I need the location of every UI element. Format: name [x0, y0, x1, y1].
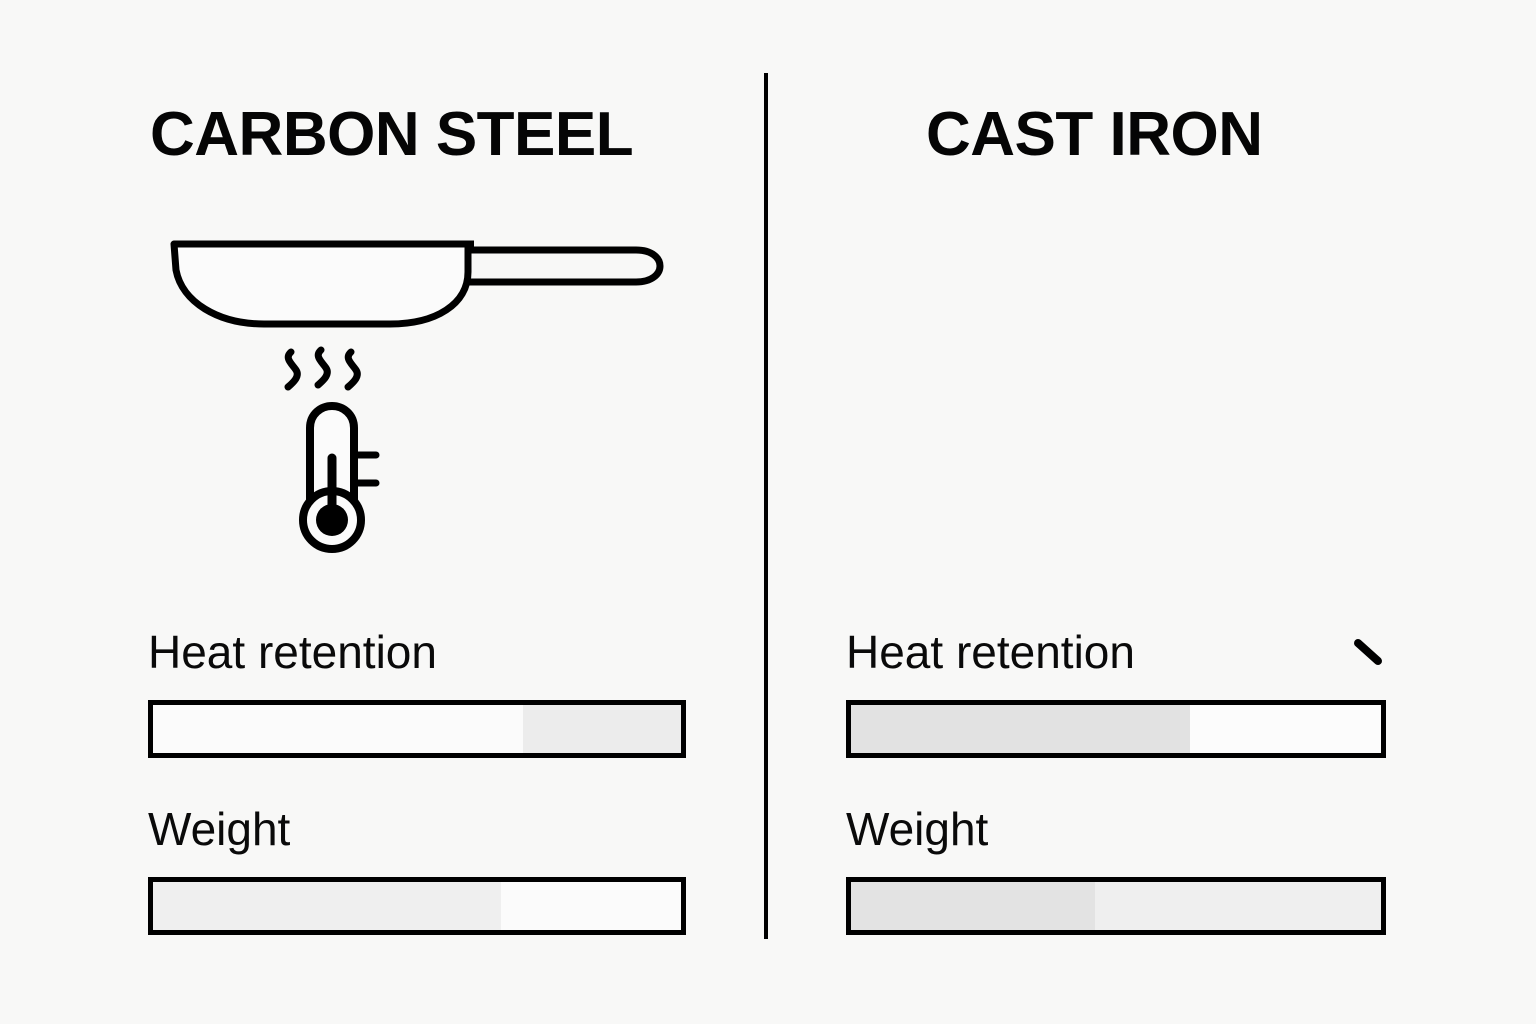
metric-label: Weight [148, 803, 291, 855]
metric-label: Weight [846, 803, 989, 855]
progress-bar-weight [846, 877, 1386, 935]
metric-weight: Weight [846, 805, 1386, 935]
metric-label: Heat retention [846, 626, 1135, 678]
heat-waves-icon [284, 346, 361, 391]
page-title-cast-iron: CAST IRON [926, 100, 1263, 169]
metric-label: Heat retention [148, 626, 437, 678]
progress-bar-fill [851, 882, 1095, 930]
metric-weight: Weight [148, 805, 686, 935]
metric-heat-retention: Heat retention [148, 628, 686, 758]
progress-bar-fill [851, 705, 1191, 753]
panel-cast-iron: CAST IRON Heat retention [768, 0, 1536, 1024]
panel-carbon-steel: CARBON STEEL [0, 0, 764, 1024]
thermometer-icon [278, 340, 388, 575]
diagonal-stroke-icon [1352, 635, 1386, 669]
progress-bar-heat-retention [148, 700, 686, 758]
frying-pan-icon [168, 232, 668, 337]
metric-heat-retention: Heat retention [846, 628, 1386, 758]
progress-bar-fill [522, 705, 681, 753]
page-title-carbon-steel: CARBON STEEL [150, 100, 634, 169]
progress-bar-fill [153, 882, 502, 930]
panel-divider [764, 73, 768, 939]
progress-bar-heat-retention [846, 700, 1386, 758]
progress-bar-weight [148, 877, 686, 935]
